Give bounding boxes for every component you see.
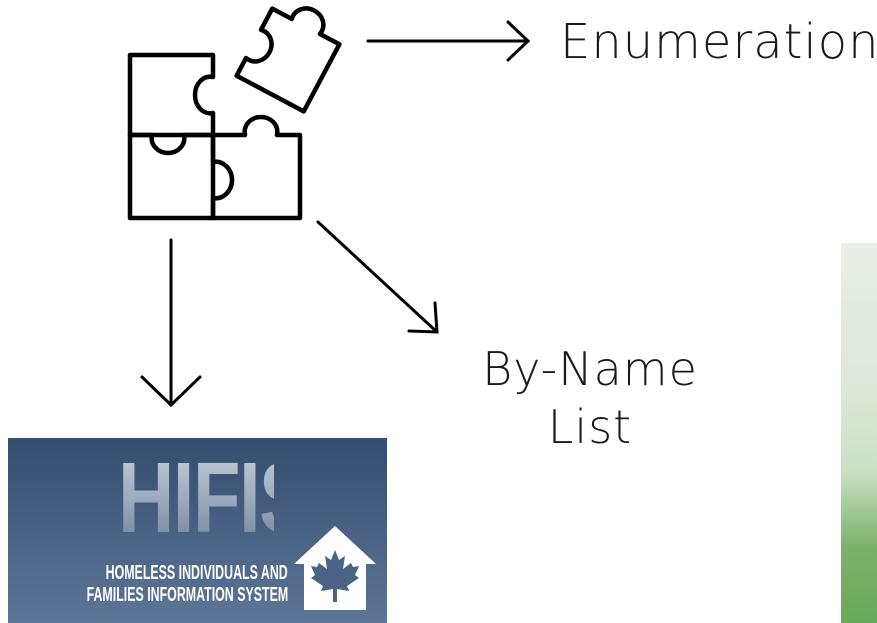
hifis-logo: HIFIS HOMELESS INDIVIDUALS AND FAMILIES …	[8, 438, 387, 623]
partial-photo	[841, 243, 877, 623]
puzzle-icon	[127, 6, 342, 221]
by-name-list-label: By-Name List	[470, 340, 710, 456]
arrow-down-icon	[140, 238, 202, 408]
hifis-subtitle-line1: HOMELESS INDIVIDUALS AND	[105, 562, 288, 584]
house-maple-leaf-icon	[294, 526, 376, 610]
by-name-list-line1: By-Name	[482, 342, 698, 396]
hifis-title: HIFIS	[118, 442, 311, 554]
by-name-list-line2: List	[547, 400, 633, 454]
enumeration-label: Enumeration	[560, 14, 877, 70]
hifis-subtitle-line2: FAMILIES INFORMATION SYSTEM	[86, 584, 288, 606]
arrow-right-icon	[366, 20, 531, 62]
arrow-down-right-icon	[316, 220, 439, 334]
